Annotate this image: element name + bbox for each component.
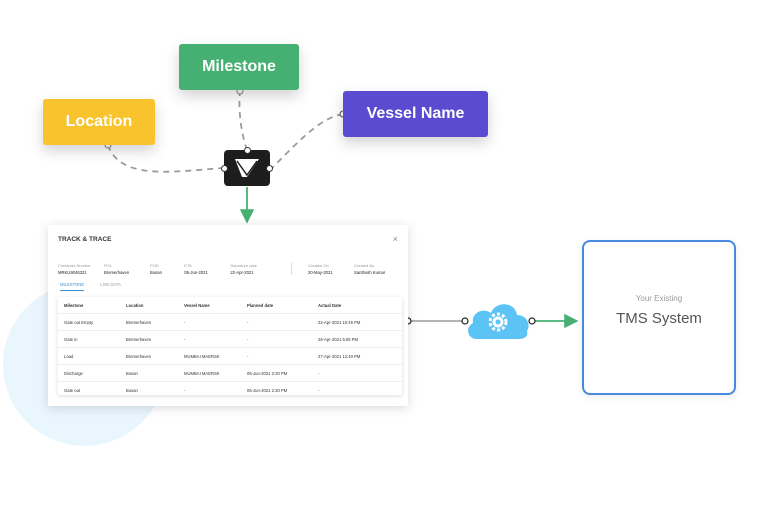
gear-icon bbox=[488, 312, 508, 332]
cloud-icon bbox=[468, 304, 529, 339]
vessel-name-tag: Vessel Name bbox=[343, 91, 488, 137]
table-row: Load Bremerhaven MUMBAI MAERSK - 27-Apr-… bbox=[58, 348, 402, 365]
tab-live-data[interactable]: LIVE DATA bbox=[100, 282, 121, 287]
hub-top-port bbox=[244, 147, 251, 154]
info-created-on: Created On 20-May-2021 bbox=[308, 263, 333, 275]
info-pod: POD Busan bbox=[150, 263, 162, 275]
info-row: Container Number MRKU9046321 POL Bremerh… bbox=[58, 263, 400, 275]
table-row: Gate out Busan - 05-Jun-2021 2:30 PM - bbox=[64, 387, 320, 393]
tab-milestone[interactable]: MILESTONE bbox=[60, 282, 85, 291]
milestone-table: Milestone Location Vessel Name Planned d… bbox=[58, 297, 402, 395]
table-header-row: Milestone Location Vessel Name Planned d… bbox=[58, 297, 402, 314]
info-departure-date: Departure date 22-Apr-2021 bbox=[230, 263, 292, 275]
panel-tabs: MILESTONE LIVE DATA bbox=[60, 282, 137, 291]
tms-title: TMS System bbox=[616, 310, 702, 327]
tms-system-box: Your Existing TMS System bbox=[582, 240, 736, 395]
hub-left-port bbox=[221, 165, 228, 172]
envelope-icon bbox=[235, 159, 259, 177]
milestone-connector bbox=[238, 89, 248, 151]
hub-right-port bbox=[266, 165, 273, 172]
milestone-tag: Milestone bbox=[179, 44, 299, 90]
tms-subtitle: Your Existing bbox=[635, 294, 683, 303]
vessel-name-tag-label: Vessel Name bbox=[366, 105, 465, 122]
info-pol: POL Bremerhaven bbox=[104, 263, 130, 275]
location-tag-label: Location bbox=[65, 113, 133, 130]
milestone-tag-label: Milestone bbox=[202, 58, 276, 75]
info-eta: ETA 05-Jun-2021 bbox=[184, 263, 208, 275]
table-row: Gate in Bremerhaven - - 26-Apr-2021 5:08… bbox=[58, 331, 402, 348]
panel-title: TRACK & TRACE bbox=[58, 236, 112, 243]
location-connector bbox=[107, 144, 224, 173]
info-created-by: Created By Santhosh Kumar bbox=[354, 263, 386, 275]
location-tag: Location bbox=[43, 99, 155, 145]
track-trace-panel: TRACK & TRACE × Container Number MRKU904… bbox=[48, 225, 408, 406]
table-row: Gate out Empty Bremerhaven - - 22-Apr-20… bbox=[58, 314, 402, 331]
envelope-hub bbox=[221, 147, 273, 186]
close-icon[interactable]: × bbox=[392, 234, 398, 244]
table-row: Discharge Busan MUMBAI MAERSK 05-Jun-202… bbox=[58, 365, 402, 382]
info-container-number: Container Number MRKU9046321 bbox=[58, 263, 91, 275]
vessel-connector bbox=[271, 113, 344, 169]
